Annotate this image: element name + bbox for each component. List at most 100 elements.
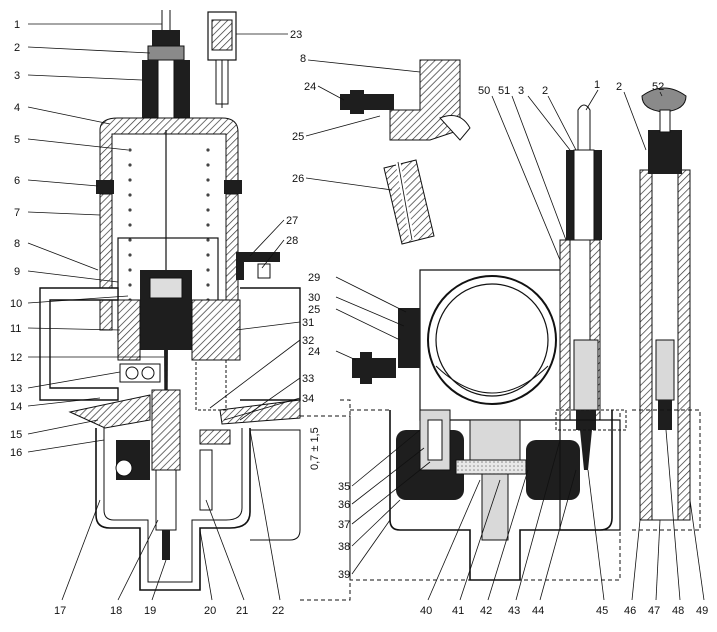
leader-42 bbox=[487, 469, 529, 601]
part-23-cable-adjuster bbox=[207, 11, 237, 108]
far-right-choke-section bbox=[632, 87, 701, 531]
label-46: 46 bbox=[624, 605, 636, 617]
idle-jet bbox=[199, 449, 213, 511]
label-52: 52 bbox=[652, 81, 664, 93]
part-26-choke-fitting bbox=[383, 159, 435, 245]
leader-30 bbox=[335, 296, 405, 327]
leader-3 bbox=[27, 74, 143, 81]
leader-33 bbox=[239, 377, 301, 421]
chamber-wall-right bbox=[225, 193, 239, 301]
leader-9 bbox=[27, 270, 119, 283]
pilot-jet bbox=[580, 430, 592, 470]
part-8-24-25-detail bbox=[340, 59, 471, 141]
cable-adjuster-cap bbox=[152, 30, 180, 46]
label-18: 18 bbox=[110, 605, 122, 617]
atomizer-deflector bbox=[68, 394, 151, 429]
right-carburetor-section bbox=[340, 104, 627, 581]
slide-body-left bbox=[117, 299, 141, 361]
main-jet-carrier bbox=[469, 419, 521, 541]
label-15: 15 bbox=[10, 429, 22, 441]
left-carburetor-section: 0,7 ± 1,5 bbox=[39, 10, 351, 601]
leader-38 bbox=[351, 499, 401, 547]
label-8: 8 bbox=[14, 238, 20, 250]
label-25b: 25 bbox=[308, 304, 320, 316]
leader-15 bbox=[27, 419, 99, 435]
leader-10 bbox=[27, 295, 129, 304]
leader-35 bbox=[351, 429, 421, 487]
label-9: 9 bbox=[14, 266, 20, 278]
leader-lines bbox=[27, 23, 705, 601]
idle-screw bbox=[352, 358, 396, 378]
label-20: 20 bbox=[204, 605, 216, 617]
label-25: 25 bbox=[292, 131, 304, 143]
label-30: 30 bbox=[308, 292, 320, 304]
leader-21 bbox=[205, 499, 245, 601]
leader-50 bbox=[491, 95, 561, 261]
chamber-wall-left bbox=[99, 193, 113, 331]
dimension-box bbox=[300, 415, 351, 601]
leader-11 bbox=[27, 327, 121, 331]
label-32: 32 bbox=[302, 335, 314, 347]
float-pin-bar bbox=[455, 459, 527, 475]
label-23: 23 bbox=[290, 29, 302, 41]
leader-8 bbox=[27, 242, 99, 271]
leader-47 bbox=[655, 519, 661, 601]
label-7: 7 bbox=[14, 207, 20, 219]
label-6: 6 bbox=[14, 175, 20, 187]
leader-27 bbox=[249, 219, 285, 257]
leader-2c bbox=[623, 91, 647, 151]
float-pivot bbox=[199, 429, 231, 445]
intake-bore-left bbox=[39, 287, 119, 401]
label-2c: 2 bbox=[616, 81, 622, 93]
leader-24 bbox=[317, 85, 345, 101]
leader-31 bbox=[235, 321, 301, 331]
leader-37 bbox=[351, 461, 431, 525]
label-14: 14 bbox=[10, 401, 22, 413]
leader-36 bbox=[351, 447, 425, 505]
adjuster-nut bbox=[147, 45, 185, 61]
leader-44 bbox=[539, 469, 577, 601]
leader-4 bbox=[27, 106, 111, 125]
bore-lower-arc bbox=[435, 365, 549, 394]
label-34: 34 bbox=[302, 393, 314, 405]
label-16: 16 bbox=[10, 447, 22, 459]
leader-14 bbox=[27, 397, 101, 407]
leader-5 bbox=[27, 138, 129, 151]
leader-8b bbox=[307, 59, 421, 73]
label-39: 39 bbox=[338, 569, 350, 581]
label-1b: 1 bbox=[594, 79, 600, 91]
leader-46 bbox=[631, 519, 641, 601]
top-cover bbox=[99, 117, 239, 191]
label-31: 31 bbox=[302, 317, 314, 329]
starter-cap bbox=[648, 130, 682, 174]
label-8b: 8 bbox=[300, 53, 306, 65]
leader-40 bbox=[427, 479, 481, 601]
leader-39 bbox=[351, 519, 391, 575]
leader-29 bbox=[335, 276, 407, 313]
label-28: 28 bbox=[286, 235, 298, 247]
leader-22 bbox=[249, 429, 281, 601]
label-37: 37 bbox=[338, 519, 350, 531]
slide-body-right bbox=[191, 299, 241, 361]
label-24: 24 bbox=[304, 81, 316, 93]
leader-51 bbox=[511, 95, 567, 241]
dimension-note: 0,7 ± 1,5 bbox=[309, 427, 321, 470]
leader-1b bbox=[585, 89, 599, 111]
bore-circle-outer bbox=[427, 275, 557, 405]
label-48: 48 bbox=[672, 605, 684, 617]
leader-17 bbox=[61, 499, 101, 601]
needle-clip bbox=[149, 277, 183, 299]
choke-cable bbox=[577, 104, 591, 151]
label-29: 29 bbox=[308, 272, 320, 284]
leader-49 bbox=[689, 499, 705, 601]
needle-jet bbox=[151, 389, 181, 471]
ring-nut-left bbox=[96, 180, 114, 194]
label-45: 45 bbox=[596, 605, 608, 617]
label-27: 27 bbox=[286, 215, 298, 227]
outlet-bore-right bbox=[240, 287, 301, 401]
leader-2 bbox=[27, 46, 151, 54]
label-43: 43 bbox=[508, 605, 520, 617]
pilot-jet-housing bbox=[559, 419, 621, 531]
